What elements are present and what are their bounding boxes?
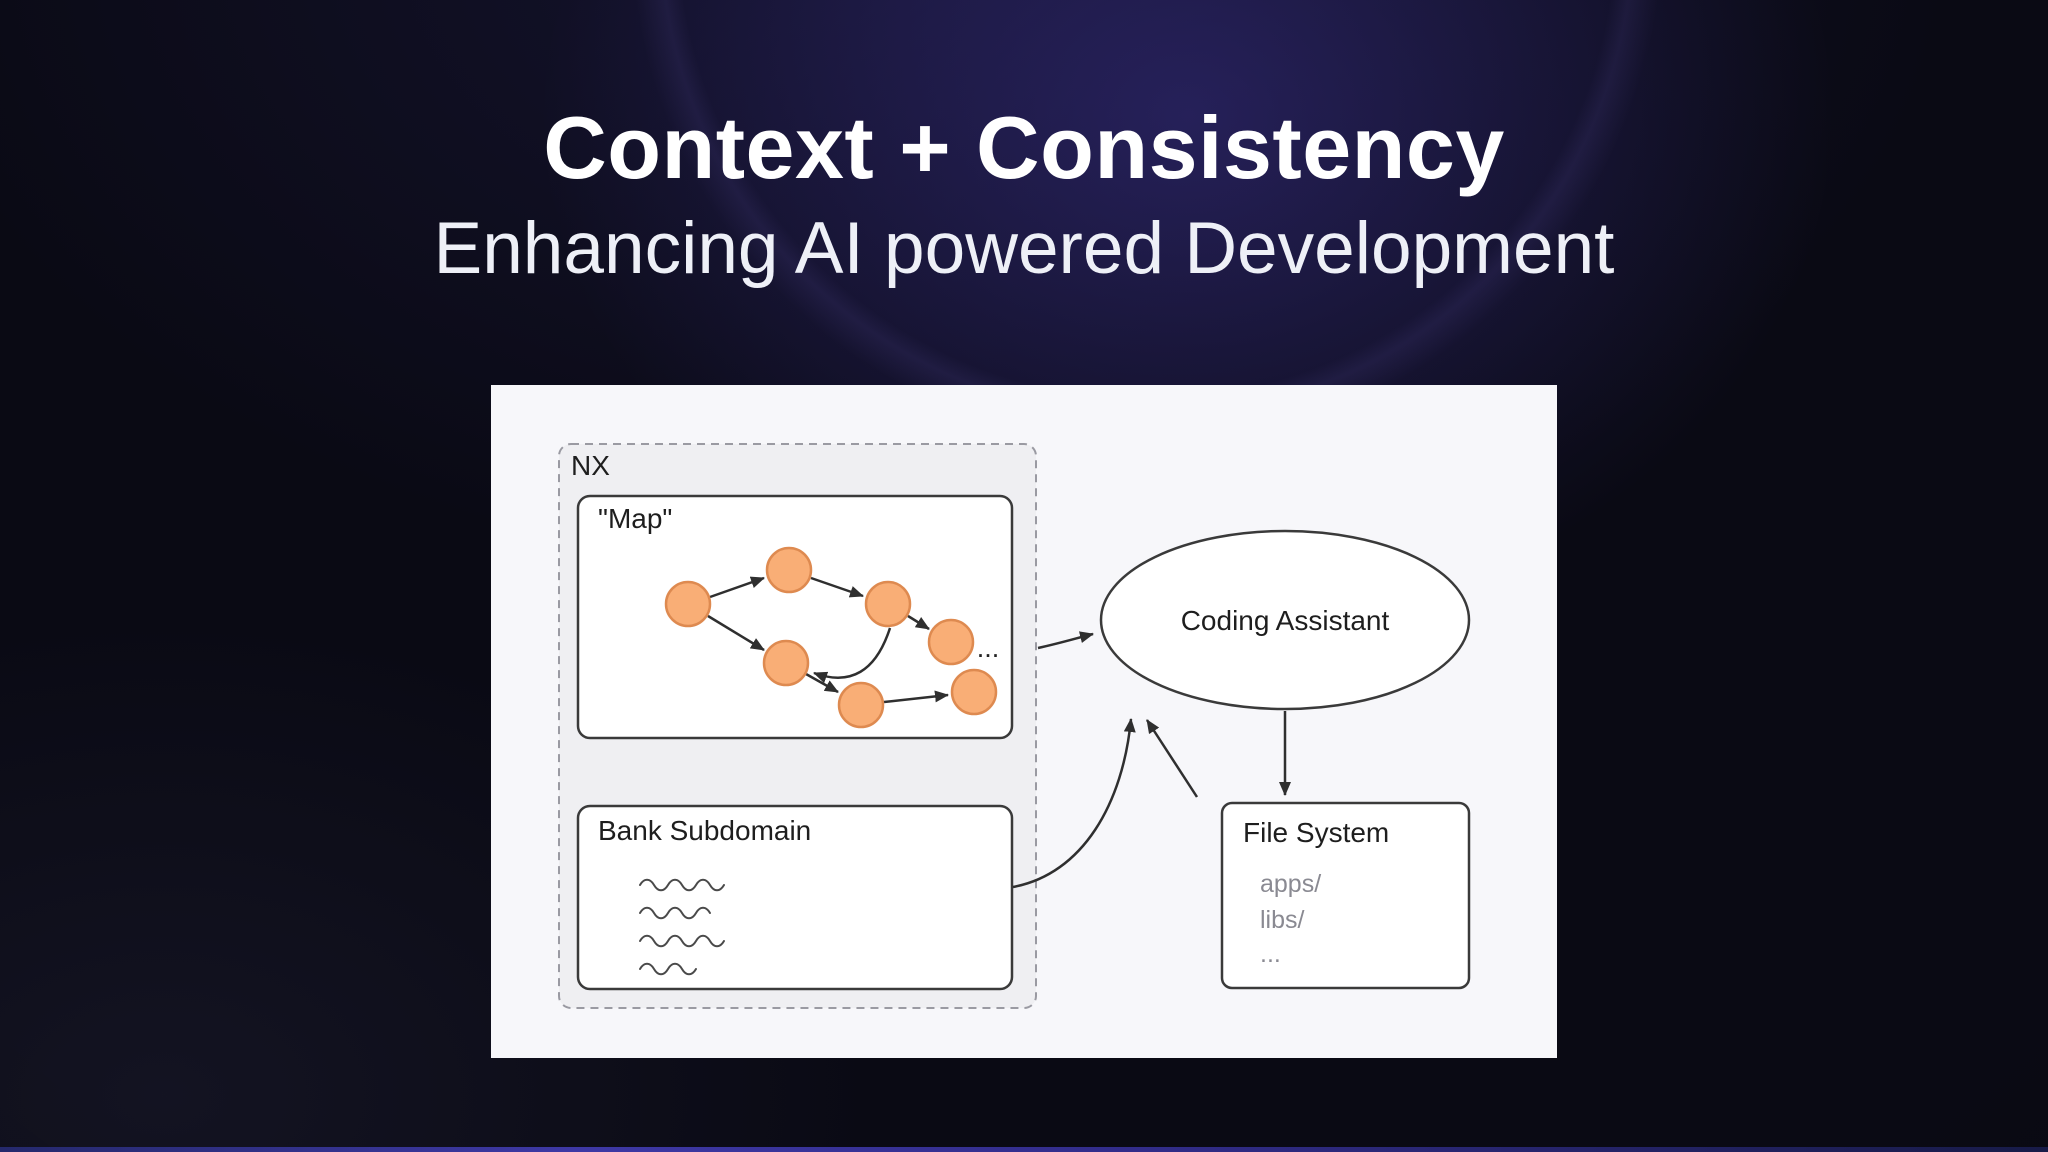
graph-edge (883, 690, 949, 704)
bank-subdomain-box (576, 804, 1014, 991)
graph-node (762, 639, 810, 687)
graph-edge-curved (813, 627, 892, 684)
architecture-diagram: NX "Map" ... Bank Subdomain (558, 443, 1471, 1009)
text-squiggle (639, 934, 725, 948)
slide-subtitle: Enhancing AI powered Development (433, 207, 1615, 289)
graph-edge (810, 576, 864, 598)
map-label: "Map" (598, 503, 672, 534)
coding-assistant-label: Coding Assistant (1181, 605, 1390, 636)
bottom-accent-bar (0, 1147, 2048, 1152)
nx-label: NX (571, 450, 610, 481)
graph-edge (707, 614, 765, 652)
bank-subdomain-label: Bank Subdomain (598, 815, 811, 846)
graph-node (864, 580, 912, 628)
graph-node (837, 681, 885, 729)
graph-node (927, 618, 975, 666)
graph-edge (907, 614, 930, 631)
arrow-bank-to-assistant (1012, 718, 1136, 889)
text-squiggle (639, 962, 697, 976)
diagram-panel: NX "Map" ... Bank Subdomain (491, 385, 1557, 1058)
file-system-label: File System (1243, 817, 1389, 848)
map-box (576, 494, 1014, 740)
file-system-box (1220, 801, 1471, 990)
slide-title: Context + Consistency (543, 98, 1505, 197)
file-system-entry: ... (1260, 940, 1281, 968)
graph-edge (709, 576, 765, 599)
graph-ellipsis: ... (977, 633, 1000, 663)
text-squiggle (639, 906, 711, 920)
graph-node (765, 546, 813, 594)
coding-assistant-ellipse (1099, 529, 1471, 711)
file-system-entry: libs/ (1260, 906, 1305, 934)
graph-node (664, 580, 712, 628)
text-squiggle (639, 878, 725, 892)
arrow-nx-to-assistant (1037, 631, 1094, 650)
arrow-filesystem-to-assistant (1145, 719, 1199, 798)
graph-node (950, 668, 998, 716)
title-block: Context + Consistency Enhancing AI power… (0, 98, 2048, 291)
file-system-entry: apps/ (1260, 870, 1321, 898)
graph-edge (805, 672, 839, 694)
